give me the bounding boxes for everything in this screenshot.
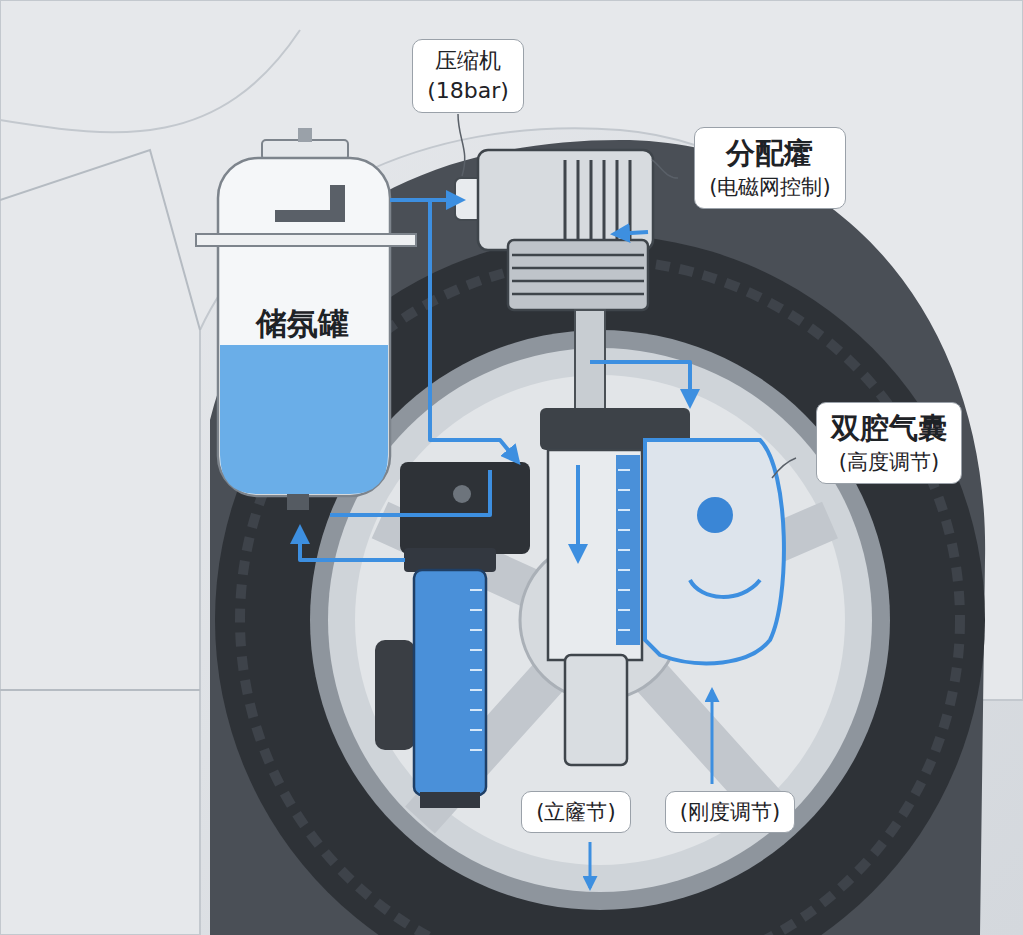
callout-note: (高度调节) [831,448,947,476]
air-pipe [390,198,462,202]
storage-tank [287,494,309,510]
air-pipe [430,200,518,462]
car-body [0,689,200,691]
callout-title: (刚度调节) [680,798,780,826]
tyre [215,235,985,935]
callout-note: (电磁网控制) [709,173,830,201]
callout-title: 压缩机 [427,46,509,76]
compressor [565,160,630,240]
air-bag [697,497,733,533]
callout-title: 分配癨 [709,134,830,173]
storage-tank [275,185,345,222]
strut [565,655,627,765]
adjust-arrow [589,842,592,888]
storage-tank [220,345,388,494]
leader-line [772,458,796,478]
callout-box: 分配癨(电磁网控制) [694,127,845,208]
hydraulic-cylinder [414,570,486,795]
storage-tank [196,128,416,510]
car-body [0,150,200,330]
callout-box: (立窿节) [521,791,630,833]
strut [548,450,642,660]
air-pipe [330,470,490,515]
air-pipe [614,232,648,234]
tyre [215,235,985,935]
air-pipe [300,528,405,560]
callout-note: (18bar) [427,76,509,106]
callout-title: (立窿节) [536,798,615,826]
callout-box: 双腔气囊(高度调节) [816,402,962,483]
air-bag [645,440,784,663]
storage-tank [196,234,416,246]
storage-tank [298,128,312,142]
air-pipe [576,465,580,560]
tyre [328,348,872,892]
hydraulic-cylinder [420,792,480,808]
callout-box: 压缩机(18bar) [412,39,524,112]
air-pipe [590,362,690,405]
part-label: 储氛罐 [256,303,349,345]
leader-line [652,160,678,178]
air-bag [645,440,784,663]
callout-title: 双腔气囊 [831,409,947,448]
hydraulic-cylinder [400,462,530,554]
callout-box: (刚度调节) [665,791,795,833]
car-body [0,30,300,132]
hydraulic-cylinder [404,548,496,572]
leader-line [458,114,465,176]
compressor [512,255,644,294]
compressor [508,240,648,310]
air-pipe [300,200,690,560]
brake-caliper [375,640,415,750]
strut [618,470,630,630]
storage-tank [218,158,390,496]
tyre [355,375,845,865]
brake-caliper [375,640,415,750]
hydraulic-cylinder [453,485,471,503]
strut [616,455,640,645]
adjust-arrow [711,690,714,784]
air-bag [690,580,760,597]
hydraulic-cylinder [470,590,482,750]
tyre [310,330,890,910]
adjust-arrow [590,690,712,888]
compressor [478,150,653,250]
compressor [455,150,653,310]
